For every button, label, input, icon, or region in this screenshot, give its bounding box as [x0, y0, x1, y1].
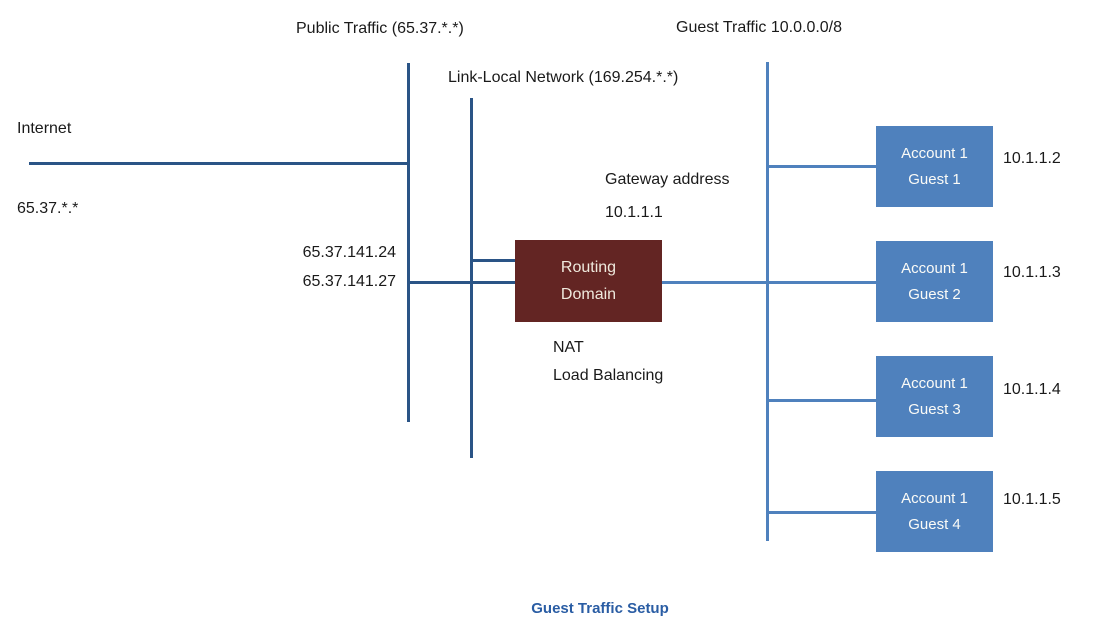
public-to-routing-line — [407, 281, 517, 284]
guest-traffic-label: Guest Traffic 10.0.0.0/8 — [676, 19, 843, 36]
bus-to-guest1-line — [766, 165, 876, 168]
guest-box-4-guest-label: Guest 4 — [908, 515, 961, 533]
link-local-label: Link-Local Network (169.254.*.*) — [448, 69, 679, 86]
routing-domain-box: Routing Domain — [515, 240, 662, 322]
guest-4-ip-label: 10.1.1.5 — [1003, 491, 1061, 508]
load-balancing-label: Load Balancing — [553, 367, 664, 384]
nat-ip-2-label: 65.37.141.27 — [302, 273, 396, 290]
guest-box-3-guest-label: Guest 3 — [908, 400, 961, 418]
guest-box-3: Account 1 Guest 3 — [876, 356, 993, 437]
guest-box-4: Account 1 Guest 4 — [876, 471, 993, 552]
guest-box-1: Account 1 Guest 1 — [876, 126, 993, 207]
routing-domain-label-line2: Domain — [560, 286, 617, 303]
guest-box-4-account-label: Account 1 — [901, 489, 968, 507]
internet-line — [29, 162, 410, 165]
bus-to-guest3-line — [766, 399, 876, 402]
gateway-ip-label: 10.1.1.1 — [605, 204, 663, 221]
guest-box-2: Account 1 Guest 2 — [876, 241, 993, 322]
public-traffic-bus-line — [407, 63, 410, 422]
guest-box-2-guest-label: Guest 2 — [908, 285, 961, 303]
guest-box-1-guest-label: Guest 1 — [908, 170, 961, 188]
guest-2-ip-label: 10.1.1.3 — [1003, 264, 1061, 281]
diagram-caption: Guest Traffic Setup — [531, 600, 669, 617]
guest-3-ip-label: 10.1.1.4 — [1003, 381, 1061, 398]
guest-box-3-account-label: Account 1 — [901, 374, 968, 392]
routing-domain-label-line1: Routing — [560, 259, 617, 276]
link-local-bus-line — [470, 98, 473, 458]
nat-label: NAT — [553, 339, 584, 356]
guest-1-ip-label: 10.1.1.2 — [1003, 150, 1061, 167]
guest-box-1-account-label: Account 1 — [901, 144, 968, 162]
gateway-address-label: Gateway address — [605, 171, 730, 188]
routing-to-guest2-line — [662, 281, 876, 284]
guest-box-2-account-label: Account 1 — [901, 259, 968, 277]
public-traffic-label: Public Traffic (65.37.*.*) — [296, 20, 464, 37]
internet-label: Internet — [17, 120, 72, 137]
internet-ip-label: 65.37.*.* — [17, 200, 79, 217]
nat-ip-1-label: 65.37.141.24 — [302, 244, 396, 261]
bus-to-guest4-line — [766, 511, 876, 514]
guest-traffic-bus-line — [766, 62, 769, 541]
link-local-to-routing-line — [471, 259, 517, 262]
